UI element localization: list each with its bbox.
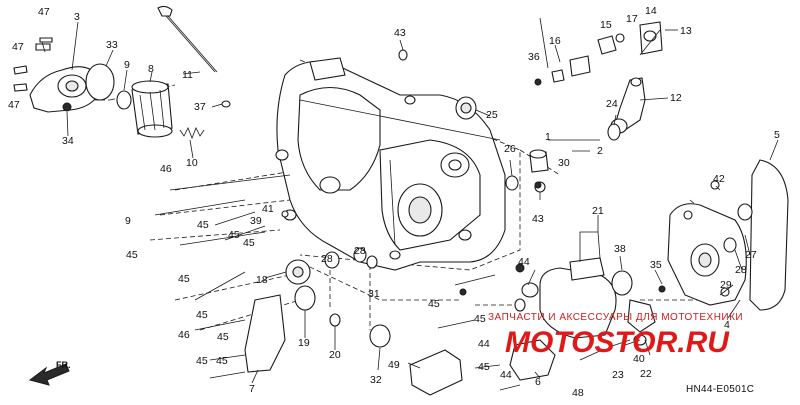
callout-44: 44 [500, 369, 512, 381]
callout-47: 47 [12, 41, 24, 53]
callout-10: 10 [186, 157, 198, 169]
callout-3: 3 [74, 11, 80, 23]
callout-34: 34 [62, 135, 74, 147]
callout-6: 6 [535, 376, 541, 388]
callout-27: 27 [745, 249, 757, 261]
callout-5: 5 [774, 129, 780, 141]
callout-16: 16 [549, 35, 561, 47]
callout-45: 45 [216, 355, 228, 367]
callout-leaders [41, 17, 779, 384]
callout-20: 20 [329, 349, 341, 361]
callout-2: 2 [597, 145, 603, 157]
callout-23: 23 [612, 369, 624, 381]
angle-sensor-assembly [534, 21, 663, 86]
callout-15: 15 [600, 19, 612, 31]
shift-arm-assembly [607, 77, 646, 141]
callout-28: 28 [354, 245, 366, 257]
callout-43: 43 [394, 27, 406, 39]
filter-spring [179, 127, 205, 140]
callout-4: 4 [724, 319, 730, 331]
callout-45: 45 [478, 361, 490, 373]
bolts [154, 174, 631, 391]
callout-45: 45 [217, 331, 229, 343]
callout-28: 28 [321, 253, 333, 265]
callout-43: 43 [532, 213, 544, 225]
callout-21: 21 [592, 205, 604, 217]
assembly-dashed-lines [60, 59, 721, 331]
callout-28: 28 [735, 264, 747, 276]
callout-49: 49 [388, 359, 400, 371]
callout-41: 41 [262, 203, 274, 215]
watermark: ЗАПЧАСТИ И АКСЕССУАРЫ ДЛЯ МОТОТЕХНИКИ MO… [488, 312, 743, 359]
callout-44: 44 [518, 256, 530, 268]
callout-24: 24 [606, 98, 618, 110]
callout-7: 7 [249, 383, 255, 395]
oil-filter-cover [13, 37, 101, 113]
callout-45: 45 [126, 249, 138, 261]
callout-22: 22 [640, 368, 652, 380]
callout-labels: 47 3 47 33 9 8 47 11 37 34 10 43 46 9 41… [8, 5, 780, 399]
callout-42: 42 [713, 173, 725, 185]
callout-45: 45 [196, 309, 208, 321]
callout-19: 19 [298, 337, 310, 349]
callout-46: 46 [178, 329, 190, 341]
diagram-code: HN44-E0501C [686, 384, 754, 395]
o-ring-small [116, 90, 132, 110]
callout-31: 31 [368, 288, 380, 300]
callout-8: 8 [148, 63, 154, 75]
callout-47: 47 [8, 99, 20, 111]
callout-1: 1 [545, 131, 551, 143]
oil-seal [455, 96, 477, 120]
rear-cover-gasket [749, 159, 789, 311]
watermark-site-logo: MOTOSTOR.RU [505, 326, 730, 359]
callout-45: 45 [228, 229, 240, 241]
front-direction-label: FR. [56, 360, 71, 370]
front-direction-arrow: FR. [28, 360, 71, 386]
callout-14: 14 [645, 5, 657, 17]
callout-30: 30 [558, 157, 570, 169]
callout-32: 32 [370, 374, 382, 386]
callout-11: 11 [182, 69, 193, 81]
o-ring [85, 63, 115, 101]
callout-29: 29 [720, 279, 732, 291]
callout-45: 45 [197, 219, 209, 231]
callout-26: 26 [504, 143, 516, 155]
callout-17: 17 [626, 13, 638, 25]
callout-12: 12 [670, 92, 682, 104]
callout-44: 44 [478, 338, 490, 350]
oil-filter-element [131, 80, 173, 138]
callout-9: 9 [125, 215, 131, 227]
callout-25: 25 [486, 109, 498, 121]
callout-45: 45 [243, 237, 255, 249]
callout-33: 33 [106, 39, 118, 51]
bracket [244, 294, 286, 373]
watermark-tagline: ЗАПЧАСТИ И АКСЕССУАРЫ ДЛЯ МОТОТЕХНИКИ [488, 312, 743, 323]
callout-35: 35 [650, 259, 662, 271]
callout-48: 48 [572, 387, 584, 399]
callout-46: 46 [160, 163, 172, 175]
callout-18: 18 [256, 274, 268, 286]
callout-47: 47 [38, 6, 50, 18]
crankcase-cover [275, 57, 506, 271]
callout-13: 13 [680, 25, 692, 37]
callout-36: 36 [528, 51, 540, 63]
callout-39: 39 [250, 215, 262, 227]
needle-bearing [505, 149, 549, 193]
callout-40: 40 [633, 353, 645, 365]
callout-38: 38 [614, 243, 626, 255]
callout-9: 9 [124, 59, 130, 71]
callout-45: 45 [428, 298, 440, 310]
callout-45: 45 [196, 355, 208, 367]
callout-45: 45 [474, 313, 486, 325]
guide-plates [409, 339, 556, 396]
callout-45: 45 [178, 273, 190, 285]
callout-37: 37 [194, 101, 206, 113]
rear-case-cover [667, 180, 753, 306]
oil-dipstick [157, 5, 218, 73]
shift-motor-assembly [514, 257, 666, 346]
